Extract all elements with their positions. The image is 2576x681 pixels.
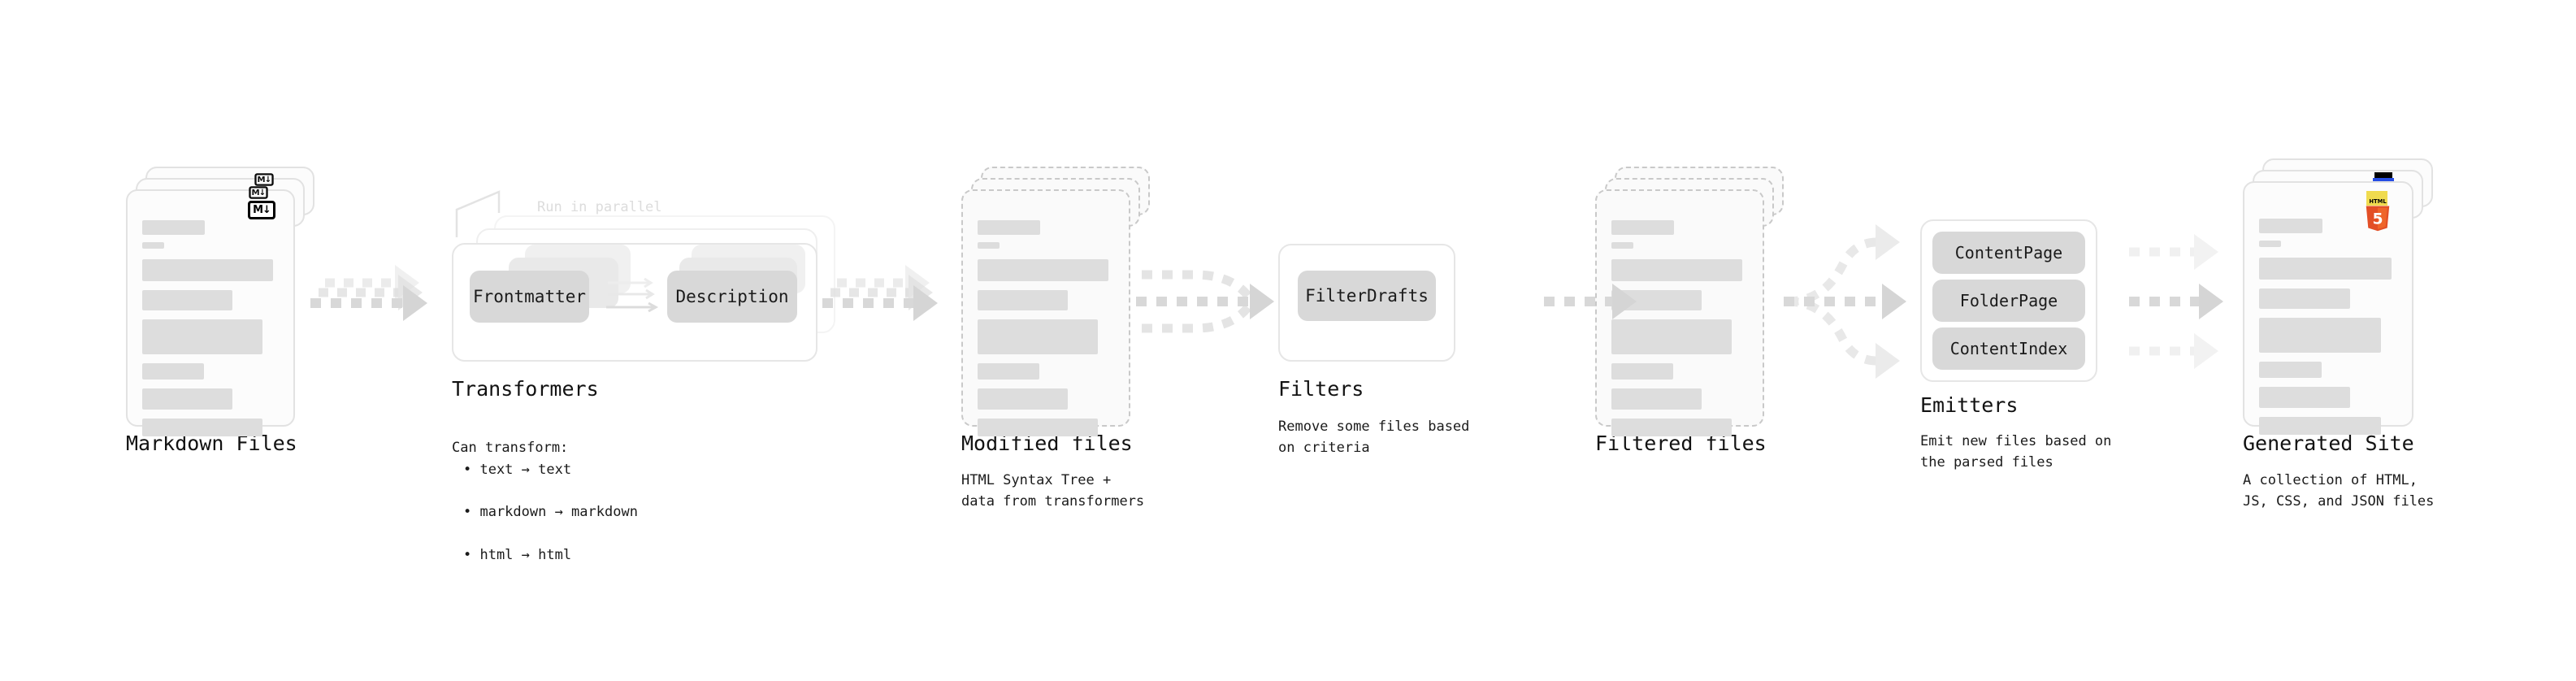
stage-modified-files — [961, 167, 1150, 436]
connector-emitters-to-site — [2129, 234, 2223, 369]
label-generated-site: Generated Site — [2243, 432, 2414, 455]
file-skeleton-content — [961, 189, 1130, 436]
transformers-bullet-3: • html → html — [463, 547, 572, 564]
generated-site-description: A collection of HTML, JS, CSS, and JSON … — [2243, 472, 2435, 510]
file-skeleton-content — [1595, 189, 1764, 436]
html5-number: 5 — [2372, 210, 2383, 228]
connector-filtered-to-emitters — [1784, 224, 1906, 379]
label-filters: Filters — [1278, 377, 1364, 401]
modified-files-description: HTML Syntax Tree + data from transformer… — [961, 472, 1145, 510]
emitters-description: Emit new files based on the parsed files — [1920, 433, 2112, 471]
connector-markdown-to-transformers — [310, 265, 427, 321]
filtered-file-stack — [1595, 167, 1784, 436]
stage-filtered-files — [1595, 167, 1784, 436]
connector-modified-to-filters — [1136, 270, 1274, 333]
html5-icon: HTML 5 — [2363, 197, 2392, 232]
chip-description[interactable]: Description — [667, 271, 797, 323]
javascript-icon — [2366, 191, 2387, 206]
markdown-icon: M↓ — [248, 201, 275, 219]
stage-markdown-files: M↓ M↓ M↓ — [126, 167, 314, 436]
filters-description: Remove some files based on criteria — [1278, 419, 1470, 457]
transformers-bullet-1: • text → text — [463, 461, 572, 478]
stage-transformers: Frontmatter Description — [452, 215, 842, 362]
label-transformers: Transformers — [452, 377, 599, 401]
chip-contentindex[interactable]: ContentIndex — [1932, 327, 2085, 370]
markdown-file-stack: M↓ M↓ M↓ — [126, 167, 314, 436]
markdown-icon-middle: M↓ — [249, 186, 268, 199]
generated-file-stack: HTML 5 — [2243, 158, 2433, 435]
chip-contentpage[interactable]: ContentPage — [1932, 232, 2085, 274]
stage-filters: FilterDrafts — [1278, 244, 1455, 362]
markdown-icon-back: M↓ — [254, 173, 274, 186]
modified-file-stack — [961, 167, 1150, 436]
label-emitters: Emitters — [1920, 393, 2019, 417]
transformers-bullet-2: • markdown → markdown — [463, 504, 638, 521]
stage-emitters: ContentPage FolderPage ContentIndex — [1920, 219, 2097, 382]
transformers-heading: Can transform: — [452, 440, 569, 457]
chip-filterdrafts[interactable]: FilterDrafts — [1298, 271, 1436, 321]
svg-text:HTML: HTML — [2369, 198, 2387, 205]
transformers-description: Can transform: • text → text • markdown … — [452, 416, 638, 588]
chip-folderpage[interactable]: FolderPage — [1932, 280, 2085, 322]
file-skeleton-content — [2243, 181, 2413, 435]
chip-frontmatter[interactable]: Frontmatter — [470, 271, 589, 323]
stage-generated-site: HTML 5 — [2243, 158, 2433, 435]
label-run-in-parallel: Run in parallel — [537, 199, 662, 215]
file-skeleton-content — [126, 189, 295, 436]
